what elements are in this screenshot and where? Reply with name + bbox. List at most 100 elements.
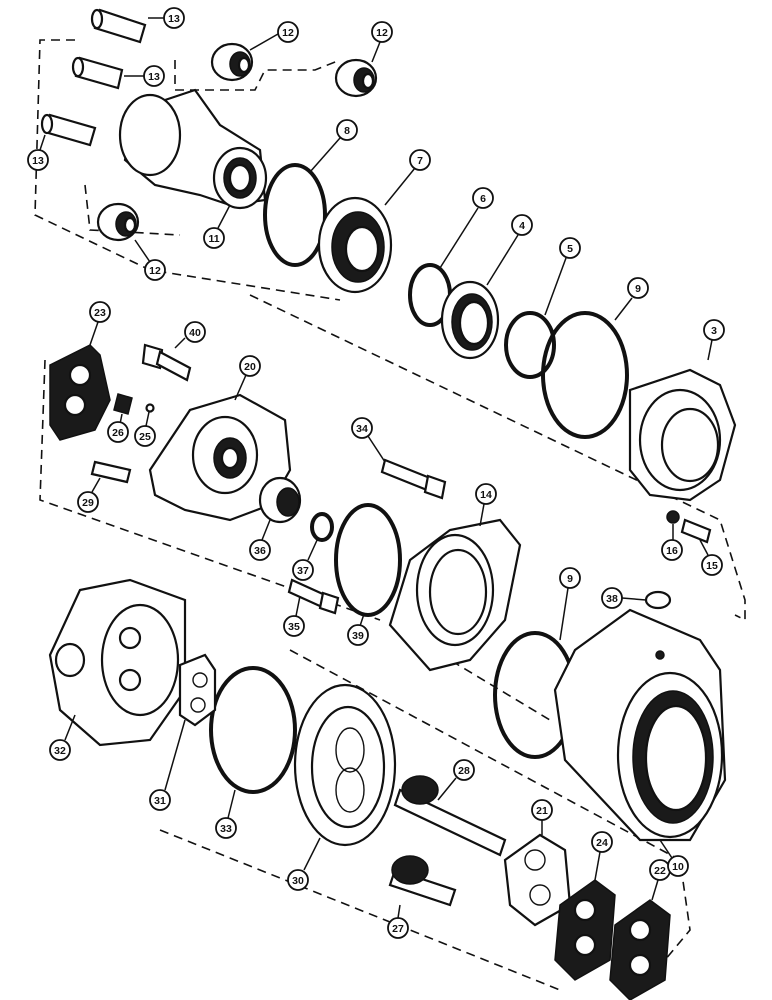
svg-text:10: 10 [672, 861, 684, 873]
svg-text:30: 30 [292, 875, 304, 887]
roller-b [334, 58, 378, 98]
svg-text:34: 34 [356, 423, 368, 435]
svg-text:21: 21 [536, 805, 548, 817]
svg-text:3: 3 [711, 325, 717, 337]
part-35-bolt [287, 578, 340, 615]
part-4-seal [440, 280, 500, 360]
callout-3: 3 [703, 319, 725, 361]
svg-text:12: 12 [149, 265, 161, 277]
assembly-guide-lines [34, 39, 746, 991]
svg-text:35: 35 [288, 621, 300, 633]
part-32-end-cover [48, 578, 187, 747]
part-34-bolt [380, 458, 447, 500]
callout-32: 32 [49, 714, 76, 761]
roller-c [96, 202, 140, 242]
svg-text:15: 15 [706, 560, 718, 572]
part-3-cover [628, 368, 737, 502]
part-23-gasket [49, 344, 111, 441]
callout-9-a: 9 [614, 277, 649, 321]
relief-valve-parts [90, 393, 155, 484]
svg-text:16: 16 [666, 545, 678, 557]
callout-12-b: 12 [371, 21, 393, 63]
svg-text:9: 9 [567, 573, 573, 585]
callout-15: 15 [699, 539, 723, 576]
part-27-driven-gear [388, 855, 457, 907]
part-31-gasket [178, 653, 217, 727]
part-26-spring [113, 393, 133, 415]
callout-34: 34 [351, 417, 386, 463]
callout-20: 20 [234, 355, 261, 401]
callout-12-a: 12 [249, 21, 299, 51]
part-33-o-ring [209, 666, 297, 794]
svg-text:32: 32 [54, 745, 66, 757]
callout-26: 26 [107, 413, 129, 443]
svg-text:13: 13 [148, 71, 160, 83]
callout-5: 5 [544, 237, 581, 316]
svg-text:26: 26 [112, 427, 124, 439]
callout-7: 7 [384, 149, 431, 206]
svg-text:20: 20 [244, 361, 256, 373]
part-36-gear [258, 476, 302, 524]
callout-16: 16 [661, 524, 683, 561]
callout-10: 10 [659, 839, 689, 877]
svg-text:13: 13 [32, 155, 44, 167]
part-13-pins [40, 8, 147, 147]
callout-33: 33 [215, 789, 237, 839]
svg-text:28: 28 [458, 765, 470, 777]
part-22-gasket [609, 899, 671, 1000]
svg-text:9: 9 [635, 283, 641, 295]
part-15-bolt [680, 518, 712, 544]
part-5-ring [504, 311, 556, 379]
callout-25: 25 [134, 411, 156, 447]
svg-text:29: 29 [82, 497, 94, 509]
svg-text:7: 7 [417, 155, 423, 167]
svg-text:36: 36 [254, 545, 266, 557]
svg-text:39: 39 [352, 630, 364, 642]
callout-11: 11 [203, 204, 231, 249]
callout-38: 38 [601, 587, 647, 609]
svg-text:22: 22 [654, 865, 666, 877]
callout-21: 21 [531, 799, 553, 835]
part-12-needle-rollers [96, 42, 378, 242]
callout-14: 14 [475, 483, 497, 527]
part-25-ball [145, 403, 155, 413]
svg-text:13: 13 [168, 13, 180, 25]
part-28-drive-gear [393, 775, 507, 857]
part-24-gasket [554, 879, 616, 981]
part-11-planet-carrier [118, 88, 268, 210]
svg-text:4: 4 [519, 220, 525, 232]
part-10-housing [553, 608, 727, 842]
svg-text:25: 25 [139, 431, 151, 443]
part-7-bearing [317, 196, 393, 294]
callout-6: 6 [439, 187, 494, 269]
part-37-snap-ring [310, 512, 334, 542]
callouts: 13 13 13 12 12 12 11 8 7 6 4 5 9 3 23 40… [27, 7, 725, 939]
callout-29: 29 [77, 477, 101, 513]
svg-text:33: 33 [220, 823, 232, 835]
svg-text:40: 40 [189, 327, 201, 339]
part-9-o-ring-upper [541, 311, 629, 439]
svg-text:14: 14 [480, 489, 492, 501]
callout-23: 23 [89, 301, 111, 346]
svg-text:23: 23 [94, 307, 106, 319]
part-39-o-ring [334, 503, 402, 617]
callout-12-c: 12 [134, 239, 166, 281]
callout-31: 31 [149, 719, 186, 811]
callout-35: 35 [283, 595, 305, 637]
svg-text:6: 6 [480, 193, 486, 205]
callout-37: 37 [292, 537, 319, 581]
svg-text:8: 8 [344, 125, 350, 137]
svg-text:5: 5 [567, 243, 573, 255]
fasteners-right [644, 510, 712, 610]
callout-4: 4 [486, 214, 533, 286]
svg-text:12: 12 [282, 27, 294, 39]
part-30-gear-plate [293, 683, 397, 847]
callout-27: 27 [387, 904, 409, 939]
callout-8: 8 [309, 119, 358, 173]
part-40-bolt [141, 343, 192, 382]
svg-text:31: 31 [154, 795, 166, 807]
callout-28: 28 [437, 759, 475, 801]
part-38-plug [644, 590, 672, 610]
svg-text:24: 24 [596, 837, 608, 849]
